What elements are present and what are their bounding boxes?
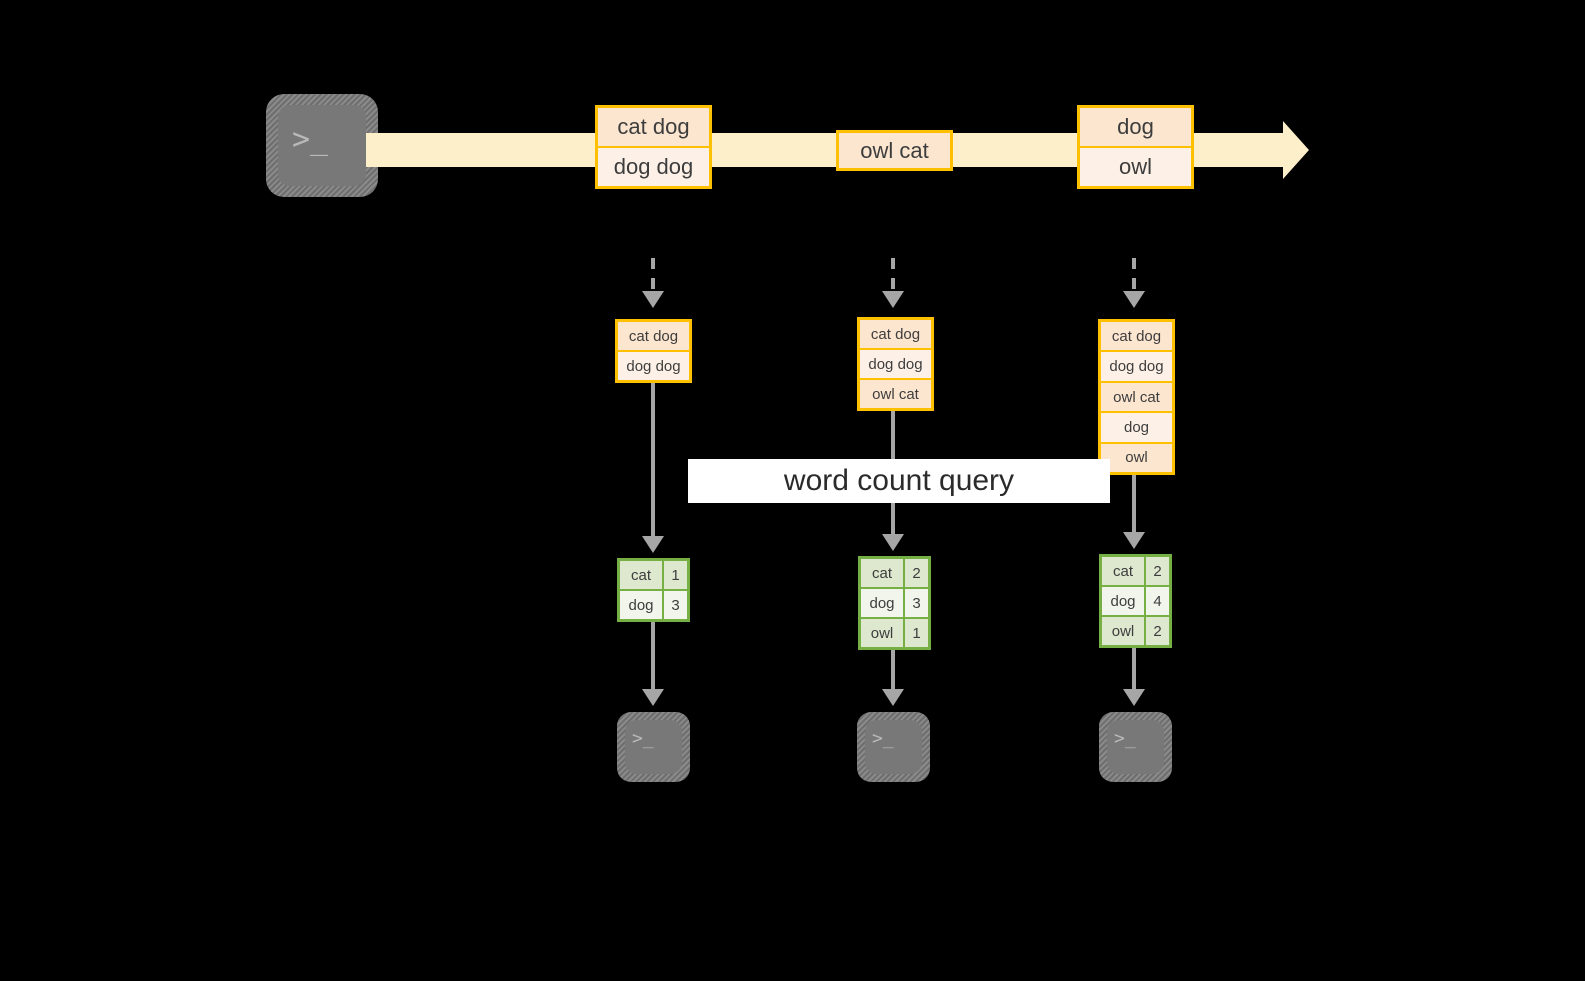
table-row: dog 4 [1102, 587, 1169, 617]
stream-batch: owl cat [836, 130, 953, 171]
result-count: 1 [664, 561, 687, 589]
result-count: 2 [905, 559, 928, 587]
result-word: dog [620, 591, 664, 619]
result-count: 2 [1146, 617, 1169, 645]
stream-record-line: dog [1080, 108, 1191, 148]
stream-batch: dog owl [1077, 105, 1194, 189]
accumulated-record-line: cat dog [618, 322, 689, 352]
snapshot-trigger-connector [891, 258, 895, 292]
result-output-connector [1132, 648, 1136, 690]
accumulated-record-line: dog dog [618, 352, 689, 380]
result-count: 3 [664, 591, 687, 619]
table-row: owl 1 [861, 619, 928, 647]
source-terminal-icon: >_ [266, 94, 378, 197]
result-word: cat [620, 561, 664, 589]
consumer-terminal-icon: >_ [1099, 712, 1172, 782]
snapshot-trigger-connector [1132, 258, 1136, 292]
accumulated-records-box: cat dog dog dog [615, 319, 692, 383]
table-row: owl 2 [1102, 617, 1169, 645]
terminal-screen [278, 105, 366, 186]
accumulated-record-line: cat dog [1101, 322, 1172, 353]
accumulated-record-line: cat dog [860, 320, 931, 350]
stream-record-line: dog dog [598, 148, 709, 186]
terminal-prompt: >_ [872, 728, 894, 749]
result-output-arrowhead [1123, 689, 1145, 706]
accumulated-record-line: owl cat [860, 380, 931, 408]
result-word: owl [1102, 617, 1146, 645]
table-row: cat 2 [861, 559, 928, 589]
query-connector [1132, 475, 1136, 533]
snapshot-trigger-arrowhead [1123, 291, 1145, 308]
result-count: 3 [905, 589, 928, 617]
stream-batch: cat dog dog dog [595, 105, 712, 189]
accumulated-record-line: dog dog [1101, 352, 1172, 383]
consumer-terminal-icon: >_ [857, 712, 930, 782]
result-count: 1 [905, 619, 928, 647]
word-count-result-table: cat 2 dog 3 owl 1 [858, 556, 931, 650]
query-connector-arrowhead [882, 534, 904, 551]
accumulated-record-line: owl cat [1101, 382, 1172, 414]
stream-record-line: owl cat [839, 133, 950, 168]
table-row: cat 2 [1102, 557, 1169, 587]
word-count-result-table: cat 2 dog 4 owl 2 [1099, 554, 1172, 648]
table-row: cat 1 [620, 561, 687, 591]
accumulated-records-box: cat dog dog dog owl cat dog owl [1098, 319, 1175, 475]
result-count: 4 [1146, 587, 1169, 615]
terminal-screen [1107, 720, 1164, 774]
consumer-terminal-icon: >_ [617, 712, 690, 782]
table-row: dog 3 [620, 591, 687, 619]
query-connector-arrowhead [1123, 532, 1145, 549]
terminal-prompt: >_ [1114, 728, 1136, 749]
stream-record-line: cat dog [598, 108, 709, 148]
result-word: cat [861, 559, 905, 587]
event-stream-arrowhead [1283, 121, 1309, 179]
accumulated-record-line: dog dog [860, 350, 931, 380]
query-connector-arrowhead [642, 536, 664, 553]
accumulated-records-box: cat dog dog dog owl cat [857, 317, 934, 411]
snapshot-trigger-connector [651, 258, 655, 292]
word-count-result-table: cat 1 dog 3 [617, 558, 690, 622]
snapshot-trigger-arrowhead [642, 291, 664, 308]
result-output-arrowhead [882, 689, 904, 706]
result-output-arrowhead [642, 689, 664, 706]
query-connector [651, 383, 655, 537]
result-word: owl [861, 619, 905, 647]
terminal-prompt: >_ [632, 728, 654, 749]
result-output-connector [891, 650, 895, 690]
accumulated-record-line: dog [1101, 413, 1172, 444]
terminal-prompt: >_ [292, 122, 329, 157]
result-word: dog [1102, 587, 1146, 615]
terminal-screen [865, 720, 922, 774]
accumulated-record-line: owl [1101, 443, 1172, 473]
terminal-screen [625, 720, 682, 774]
result-word: cat [1102, 557, 1146, 585]
snapshot-trigger-arrowhead [882, 291, 904, 308]
result-count: 2 [1146, 557, 1169, 585]
stream-record-line: owl [1080, 148, 1191, 186]
table-row: dog 3 [861, 589, 928, 619]
result-word: dog [861, 589, 905, 617]
result-output-connector [651, 622, 655, 690]
query-label-banner: word count query [688, 459, 1110, 503]
